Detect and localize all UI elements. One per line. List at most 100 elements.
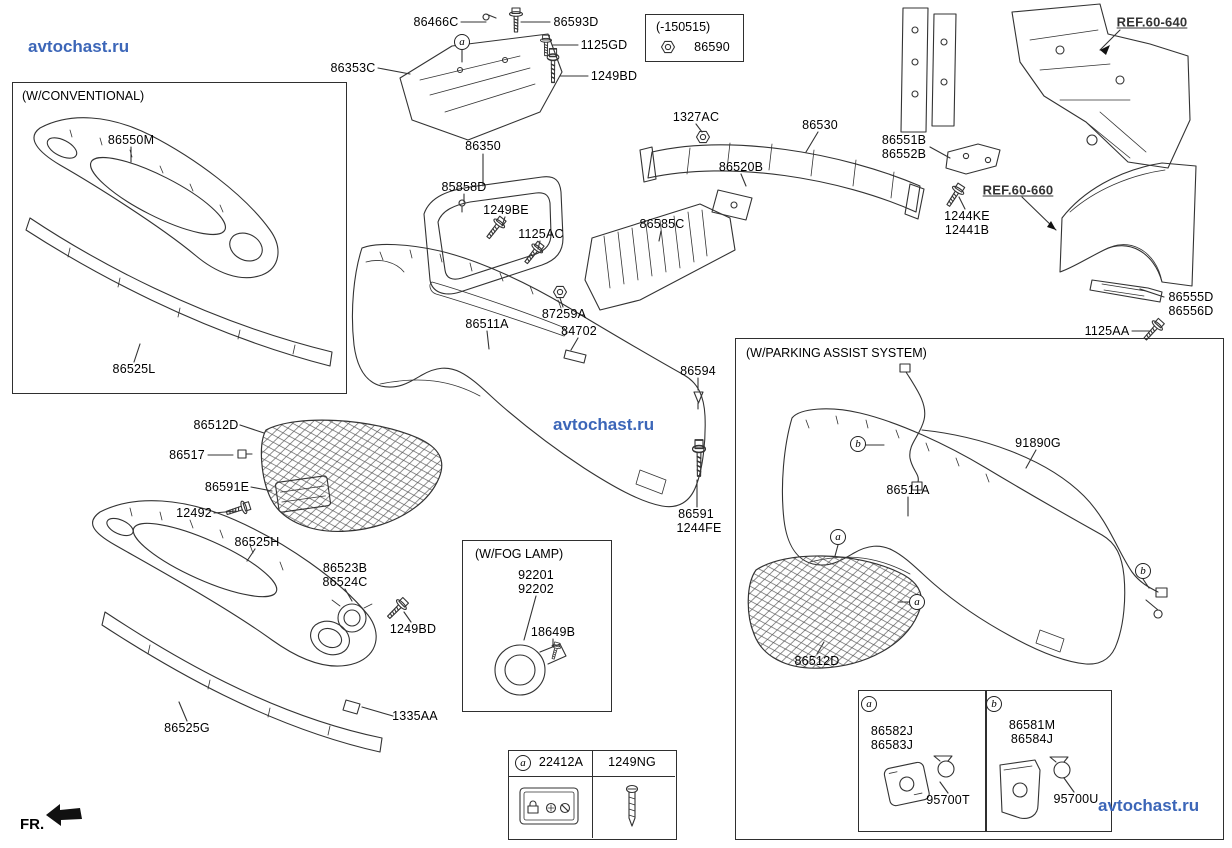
part-label: 1125AC (518, 227, 564, 241)
fr-indicator: FR. (20, 804, 82, 833)
part-label: 86353C (330, 61, 376, 75)
ref-label[interactable]: REF.60-640 (1116, 14, 1188, 30)
part-label: 86523B (322, 561, 368, 575)
legend-divider-vertical (592, 750, 594, 838)
part-label: 86517 (169, 448, 205, 462)
part-label: 86511A (886, 483, 930, 497)
circled-letter-b: b (1135, 563, 1151, 579)
part-label: 86525H (234, 535, 280, 549)
part-label: 95700U (1053, 792, 1099, 806)
part-label: 1244KE (944, 209, 990, 223)
part-label: 1244FE (676, 521, 722, 535)
part-label: 86581M (1008, 718, 1056, 732)
radiator-support-ref60640 (900, 3, 1191, 169)
part-label: 86582J (870, 724, 914, 738)
circled-letter-a: a (830, 529, 846, 545)
sensor-bracket-86582J (883, 755, 955, 807)
box-fog-lamp (462, 540, 612, 712)
part-label: 86550M (107, 133, 155, 147)
part-label: 86520B (718, 160, 764, 174)
box-parking-assist (735, 338, 1224, 840)
caution-plate-icon (519, 787, 579, 825)
grille-surround-86350 (423, 176, 568, 299)
part-label: 86594 (680, 364, 716, 378)
box-conventional (12, 82, 347, 394)
part-label: 86584J (1010, 732, 1054, 746)
fr-label: FR. (20, 816, 45, 833)
part-label: 87259A (541, 307, 587, 321)
lower-strip-86525G (101, 611, 383, 753)
leader-lines (130, 21, 1165, 794)
watermark: avtochast.ru (553, 415, 655, 434)
parking-harness-91890G (899, 363, 1168, 619)
part-label: 86591 (678, 507, 714, 521)
box-sensor-a (858, 690, 987, 832)
part-label: 86511A (465, 317, 509, 331)
circled-letter-b: b (986, 696, 1002, 712)
part-label: 86512D (193, 418, 239, 432)
bumper-cover-86511A (351, 243, 707, 508)
part-label: 86552B (881, 147, 927, 161)
bumper-beam-86530 (639, 142, 925, 221)
circled-letter-a: a (909, 594, 925, 610)
screw-icon-1249NG (625, 784, 639, 827)
part-label: 86512D (794, 654, 840, 668)
part-label: 86590 (694, 40, 730, 54)
part-label: 86350 (465, 139, 501, 153)
part-label: 85858D (441, 180, 487, 194)
part-label: 86556D (1168, 304, 1214, 318)
legend-divider-horizontal (508, 776, 675, 778)
part-label: 92201 (518, 568, 554, 582)
box-build-date (645, 14, 744, 62)
part-label: 86551B (881, 133, 927, 147)
upper-trim-86550M (33, 117, 279, 279)
parking-grille-86512D (747, 555, 922, 669)
part-label: 86530 (802, 118, 838, 132)
part-label: 1249BD (590, 69, 638, 83)
part-label: 1249BE (483, 203, 529, 217)
part-label: 1335AA (392, 709, 438, 723)
part-label: 86591E (204, 480, 250, 494)
lower-fascia-86525H (91, 500, 377, 667)
circled-letter-b: b (850, 436, 866, 452)
watermark: avtochast.ru (28, 37, 130, 56)
part-label: 86525G (164, 721, 210, 735)
box-title: (W/FOG LAMP) (475, 547, 564, 561)
part-label: 12492 (176, 506, 212, 520)
part-label: 86525L (112, 362, 156, 376)
part-label: 1327AC (672, 110, 720, 124)
box-sensor-b (985, 690, 1112, 832)
center-grille-86512D (224, 419, 443, 533)
part-label: 1125AA (1084, 324, 1130, 338)
fender-ref60660 (1059, 162, 1197, 344)
sensor-bracket-86581M (999, 756, 1071, 819)
part-label: 95700T (926, 793, 970, 807)
circled-letter-a: a (861, 696, 877, 712)
bolt-icons-top (482, 7, 711, 144)
part-label: 86524C (322, 575, 368, 589)
part-label: 1249BD (389, 622, 437, 636)
fog-lamp-92201 (494, 641, 567, 696)
part-label: 84702 (561, 324, 597, 338)
stay-bracket-86551B (942, 143, 1001, 210)
box-title: (-150515) (656, 20, 711, 34)
lower-trim-86525L (25, 217, 333, 367)
part-label: 92202 (518, 582, 554, 596)
part-label: 86466C (413, 15, 459, 29)
fog-bezel-86523B (331, 595, 411, 633)
watermark: avtochast.ru (1098, 796, 1200, 815)
part-label: 12441B (944, 223, 990, 237)
part-label: 91890G (1015, 436, 1061, 450)
box-title: (W/CONVENTIONAL) (22, 89, 145, 103)
part-label: 86585C (639, 217, 685, 231)
fr-direction-arrow-icon (46, 804, 82, 826)
energy-absorber-86585C (584, 203, 736, 311)
ref-label[interactable]: REF.60-660 (982, 182, 1054, 198)
part-label: 86555D (1168, 290, 1214, 304)
part-label: 86593D (553, 15, 599, 29)
part-label: 18649B (530, 625, 576, 639)
part-label: 1249NG (608, 755, 656, 769)
